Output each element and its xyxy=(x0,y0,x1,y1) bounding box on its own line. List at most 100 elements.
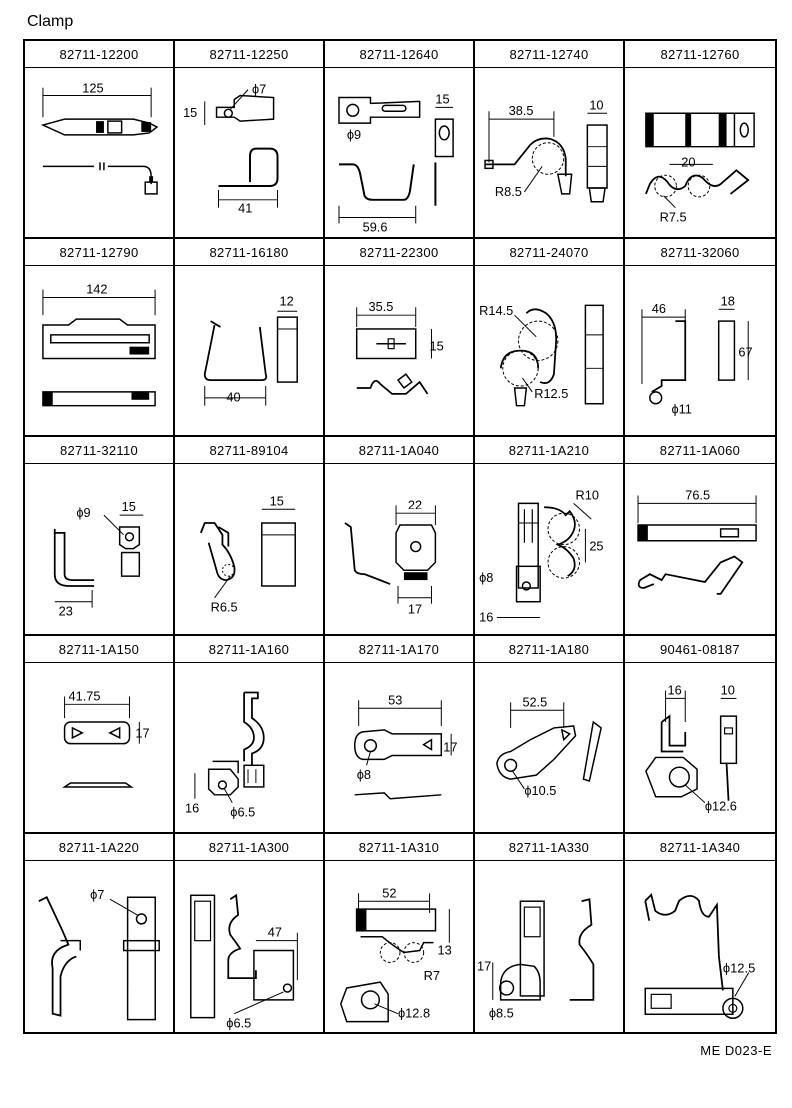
part-cell: 82711-1A160 16 ϕ6.5 xyxy=(175,635,325,834)
dim-label: 46 xyxy=(652,301,666,316)
part-number: 82711-22300 xyxy=(325,239,473,267)
part-drawing: 35.5 15 xyxy=(325,266,473,435)
dim-label: 38.5 xyxy=(509,103,534,118)
clamp-drawing: 12 40 xyxy=(203,294,298,406)
clamp-drawing: 125 xyxy=(40,81,159,195)
part-drawing: 125 xyxy=(25,68,173,237)
dim-label: ϕ8 xyxy=(479,570,493,585)
dim-label: 15 xyxy=(122,500,136,515)
dim-label: R7.5 xyxy=(660,209,687,224)
part-number: 82711-1A340 xyxy=(625,834,775,861)
dim-label: ϕ6.5 xyxy=(226,1015,251,1030)
part-drawing: 12 40 xyxy=(175,266,323,435)
dim-label: 10 xyxy=(589,97,603,112)
part-drawing: 46 ϕ11 18 67 xyxy=(625,266,775,435)
dim-label: 17 xyxy=(408,602,422,617)
part-number: 82711-1A180 xyxy=(475,636,623,663)
dim-label: 13 xyxy=(437,942,451,957)
clamp-drawing: ϕ12.5 xyxy=(644,892,755,1019)
part-number: 82711-1A150 xyxy=(25,636,173,663)
part-number: 90461-08187 xyxy=(625,636,775,663)
dim-label: ϕ7 xyxy=(90,887,104,902)
part-number: 82711-32110 xyxy=(25,437,173,465)
part-number: 82711-16180 xyxy=(175,239,323,267)
part-cell: 82711-32110 ϕ9 15 23 xyxy=(25,437,175,636)
part-number: 82711-12740 xyxy=(475,41,623,68)
part-drawing: ϕ7 xyxy=(25,861,173,1032)
part-cell: 82711-1A060 76.5 xyxy=(625,437,775,636)
dim-label: ϕ10.5 xyxy=(524,782,556,797)
part-cell: 82711-1A310 52 13 R7 ϕ12.8 xyxy=(325,833,475,1032)
dim-label: 17 xyxy=(443,739,457,754)
drawing-reference-code: ME D023-E xyxy=(700,1043,772,1058)
part-drawing: R6.5 15 xyxy=(175,464,323,633)
part-cell: 82711-12640 ϕ9 15 59.6 xyxy=(325,41,475,240)
clamp-drawing: ϕ9 15 59.6 xyxy=(338,91,454,234)
part-number: 82711-32060 xyxy=(625,239,775,267)
dim-label: 16 xyxy=(479,610,493,625)
part-drawing: 20 R7.5 xyxy=(625,68,775,237)
dim-label: R12.5 xyxy=(534,386,568,401)
dim-label: 22 xyxy=(408,498,422,513)
part-drawing: ϕ12.5 xyxy=(625,861,775,1032)
dim-label: 17 xyxy=(477,958,491,973)
part-cell: 82711-12790 142 xyxy=(25,239,175,438)
clamp-drawing: 76.5 xyxy=(637,488,757,596)
dim-label: 18 xyxy=(721,294,735,309)
dim-label: 41.75 xyxy=(69,688,101,703)
part-drawing: R10 25 ϕ8 16 xyxy=(475,464,623,633)
part-drawing: 41.75 17 xyxy=(25,663,173,832)
clamp-drawing: ϕ9 15 23 xyxy=(53,500,144,619)
dim-label: 16 xyxy=(668,682,682,697)
part-drawing: 53 17 ϕ8 xyxy=(325,663,473,832)
clamp-drawing: 142 xyxy=(42,282,156,407)
part-cell: 82711-12760 20 R7.5 xyxy=(625,41,775,240)
part-cell: 82711-1A300 47 ϕ6.5 xyxy=(175,833,325,1032)
part-drawing: 22 17 xyxy=(325,464,473,633)
part-cell: 82711-22300 35.5 15 xyxy=(325,239,475,438)
clamp-drawing: 20 R7.5 xyxy=(645,112,755,224)
part-number: 82711-1A060 xyxy=(625,437,775,465)
part-cell: 82711-1A180 52.5 ϕ10.5 xyxy=(475,635,625,834)
dim-label: R14.5 xyxy=(479,303,513,318)
part-drawing: 47 ϕ6.5 xyxy=(175,861,323,1032)
part-cell: 82711-1A340 ϕ12.5 xyxy=(625,834,775,1032)
clamp-drawing: 52.5 ϕ10.5 xyxy=(496,694,602,797)
dim-label: ϕ7 xyxy=(252,82,266,97)
clamp-drawing: R10 25 ϕ8 16 xyxy=(479,488,603,625)
part-cell: 82711-24070 R14.5 R12.5 xyxy=(475,239,625,438)
dim-label: 10 xyxy=(721,682,735,697)
clamp-drawing: 16 ϕ6.5 xyxy=(185,691,265,819)
part-drawing: 142 xyxy=(25,266,173,435)
part-cell: 82711-89104 R6.5 15 xyxy=(175,437,325,636)
part-cell: 82711-12250 ϕ7 15 41 xyxy=(175,41,325,240)
clamp-drawing: 16 10 ϕ12.6 xyxy=(645,682,738,813)
dim-label: 15 xyxy=(183,105,197,120)
clamp-drawing: 35.5 15 xyxy=(355,299,444,395)
part-cell: 82711-1A220 ϕ7 xyxy=(25,833,175,1032)
dim-label: R8.5 xyxy=(495,184,522,199)
dim-label: 15 xyxy=(270,494,284,509)
dim-label: 12 xyxy=(279,294,293,309)
page-title: Clamp xyxy=(27,13,74,30)
dim-label: 35.5 xyxy=(369,299,394,314)
dim-label: 17 xyxy=(135,725,149,740)
part-number: 82711-1A170 xyxy=(325,636,473,663)
dim-label: 52 xyxy=(382,885,396,900)
clamp-drawing: R6.5 15 xyxy=(199,494,296,615)
part-number: 82711-1A040 xyxy=(325,437,473,465)
clamp-drawing: R14.5 R12.5 xyxy=(479,303,604,407)
clamp-drawing: 38.5 R8.5 10 xyxy=(484,97,608,203)
clamp-drawing: 53 17 ϕ8 xyxy=(353,692,457,800)
part-number: 82711-1A210 xyxy=(475,437,623,465)
part-cell: 82711-1A170 53 17 ϕ8 xyxy=(325,635,475,834)
clamp-drawing: ϕ7 xyxy=(38,887,160,1021)
dim-label: ϕ12.5 xyxy=(723,960,755,975)
dim-label: 142 xyxy=(86,282,107,297)
part-cell: 82711-1A040 22 17 xyxy=(325,437,475,636)
part-number: 82711-12790 xyxy=(25,239,173,267)
part-drawing: 52.5 ϕ10.5 xyxy=(475,663,623,832)
part-cell: 82711-32060 46 ϕ11 18 67 xyxy=(625,239,775,438)
dim-label: ϕ12.8 xyxy=(398,1005,430,1020)
dim-label: 59.6 xyxy=(363,219,388,234)
